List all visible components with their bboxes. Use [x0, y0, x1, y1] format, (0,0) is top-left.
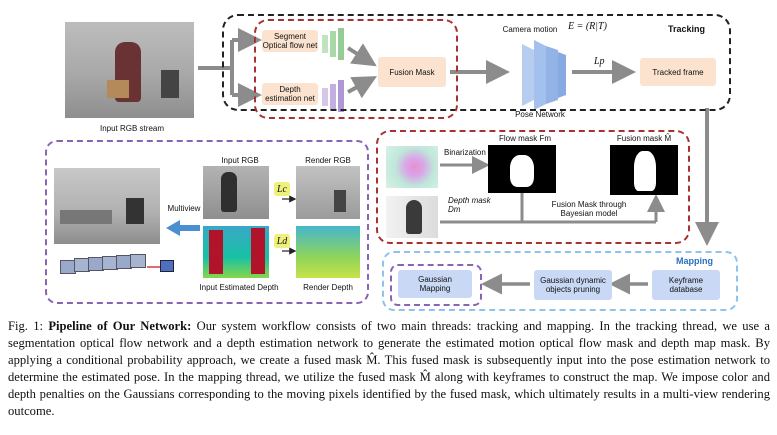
fusion-mask-label: Fusion Mask — [389, 67, 435, 77]
arrows-to-fusion — [346, 43, 636, 99]
networks-region — [254, 19, 458, 119]
binarization-label: Binarization — [444, 148, 486, 157]
gaussian-pruning-box: Gaussian dynamic objects pruning — [534, 270, 612, 300]
mapping-region — [382, 251, 738, 311]
keyframe-database-label: Keyframe database — [668, 276, 704, 294]
depth-mask-image — [386, 196, 438, 238]
input-rgb-frame — [203, 166, 269, 219]
frustum-frame — [160, 260, 174, 272]
camera-frustums — [60, 254, 176, 276]
depth-estimation-net-box: Depth estimation net — [262, 83, 318, 105]
render-rgb-frame — [296, 166, 360, 219]
frustum-frame — [130, 254, 146, 268]
caption-text: Our system workflow consists of two main… — [8, 319, 770, 418]
fusion-mask-box: Fusion Mask — [378, 57, 446, 87]
mapping-title: Mapping — [676, 256, 713, 266]
pose-network-label: Pose Network — [515, 110, 565, 119]
camera-motion-label: Camera motion — [502, 25, 558, 34]
render-rgb-chair — [334, 190, 346, 212]
caption-fig-label: Fig. 1: — [8, 319, 44, 333]
input-depth-person-left — [209, 230, 223, 274]
depth-mask-person — [406, 200, 422, 234]
multiview-arrow — [166, 220, 200, 236]
gaussian-mapping-label: Gaussian Mapping — [418, 275, 452, 293]
multiview-label: Multiview — [167, 204, 201, 213]
depth-mask-label: Depth mask Dm — [448, 196, 491, 214]
caption-bold-title: Pipeline of Our Network: — [48, 319, 192, 333]
ld-label: Ld — [276, 235, 288, 247]
scene-desk-shape — [60, 210, 112, 224]
input-depth-label: Input Estimated Depth — [199, 283, 279, 292]
input-rgb-photo — [65, 22, 194, 118]
fusion-detail-region — [376, 130, 690, 244]
pose-equation: E = (R|T) — [568, 21, 607, 32]
box-shape — [107, 80, 129, 98]
scene-chair-shape — [126, 198, 144, 224]
flow-mask-image — [488, 145, 556, 193]
fusion-mask-hat-label: Fusion mask M̂ — [616, 134, 672, 143]
segment-optical-flow-net-label: Segment Optical flow net — [262, 32, 318, 50]
fused-mask-image — [610, 145, 678, 195]
depth-net-blocks — [322, 80, 344, 112]
gaussian-mapping-highlight — [390, 264, 482, 306]
input-rgb-label: Input RGB — [221, 156, 259, 165]
lp-label: Lp — [594, 56, 605, 67]
render-region — [45, 140, 369, 304]
pose-network-blocks — [522, 40, 566, 110]
tracked-frame-label: Tracked frame — [652, 67, 704, 77]
input-depth-frame — [203, 226, 269, 278]
optical-flow-image — [386, 146, 438, 188]
tracking-title: Tracking — [668, 24, 706, 34]
tracked-frame-box: Tracked frame — [640, 58, 716, 86]
render-rgb-label: Render RGB — [305, 156, 351, 165]
fused-mask-silhouette — [634, 151, 656, 191]
depth-estimation-net-label: Depth estimation net — [265, 85, 315, 103]
flow-mask-label: Flow mask Fm — [499, 134, 551, 143]
multiview-scene-image — [54, 168, 160, 244]
bayesian-label: Fusion Mask through Bayesian model — [551, 200, 627, 218]
gaussian-mapping-box: Gaussian Mapping — [398, 270, 472, 298]
render-depth-label: Render Depth — [303, 283, 353, 292]
lc-badge: Lc — [274, 182, 290, 196]
render-depth-frame — [296, 226, 360, 278]
gaussian-pruning-label: Gaussian dynamic objects pruning — [540, 276, 606, 294]
input-rgb-stream-label: Input RGB stream — [99, 124, 165, 133]
tracking-region — [222, 14, 731, 111]
fusion-detail-arrows — [440, 156, 665, 224]
ld-badge: Ld — [274, 234, 290, 248]
figure-caption: Fig. 1: Pipeline of Our Network: Our sys… — [8, 318, 770, 420]
flow-mask-silhouette — [510, 155, 534, 187]
input-rgb-person — [221, 172, 237, 212]
segment-optical-flow-net-box: Segment Optical flow net — [262, 30, 318, 52]
optical-flow-net-blocks — [322, 28, 344, 60]
input-depth-person-right — [251, 228, 265, 274]
chair-shape — [161, 70, 179, 98]
lc-label: Lc — [277, 183, 287, 195]
keyframe-database-box: Keyframe database — [652, 270, 720, 300]
diagram-canvas — [147, 28, 719, 295]
